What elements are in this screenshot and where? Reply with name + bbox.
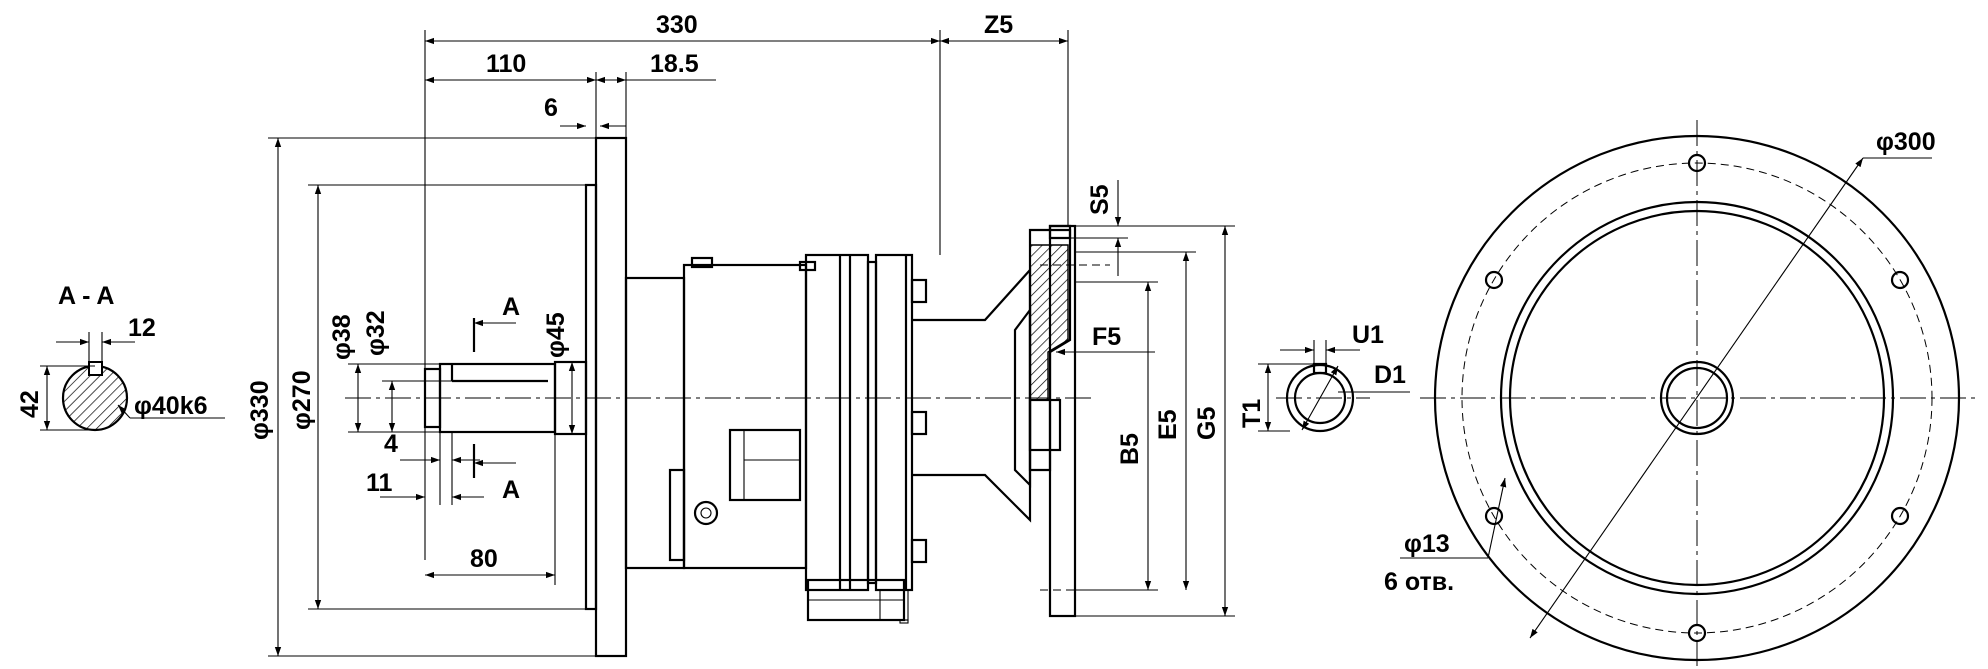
bolt-hole: [1890, 270, 1910, 290]
shaft-length-label: 110: [486, 50, 526, 78]
gear-cover: [804, 253, 870, 592]
d38-label: φ38: [328, 314, 356, 360]
flange-offset-label: 18.5: [650, 50, 699, 78]
b5-label: B5: [1116, 433, 1144, 465]
flange-outer: [1433, 134, 1961, 662]
t1-label: T1: [1238, 399, 1266, 428]
side-plate: [728, 428, 802, 502]
output-housing: [624, 276, 686, 570]
hole-diameter-label: φ13: [1404, 530, 1450, 558]
z5-label: Z5: [984, 11, 1013, 39]
s5-label: S5: [1086, 184, 1114, 215]
motor-flange: [1048, 224, 1077, 618]
section-mark-bottom: A: [502, 476, 520, 504]
section-height-label: 42: [16, 390, 44, 418]
flange-thickness-label: 6: [544, 94, 558, 122]
section-keyway: [88, 361, 103, 376]
f5-label: F5: [1092, 323, 1121, 351]
front-view: φ300 φ13 6 отв.: [1384, 120, 1975, 669]
bolt-hole: [1484, 506, 1504, 526]
pilot-diameter-label: φ270: [288, 370, 316, 430]
flange-diameter-label: φ330: [246, 380, 274, 440]
overall-length-label: 330: [656, 11, 698, 39]
bolt-circle-label: φ300: [1876, 128, 1936, 156]
bolt-hole: [1484, 270, 1504, 290]
key-width-label: 12: [128, 314, 156, 342]
section-mark-top: A: [502, 293, 520, 321]
d1-label: D1: [1374, 361, 1406, 389]
dim-11-label: 11: [366, 469, 393, 497]
dim-4-label: 4: [384, 430, 398, 458]
u1-label: U1: [1352, 321, 1384, 349]
bore-detail: U1 D1 T1: [1238, 321, 1410, 433]
vent-plug: [693, 500, 719, 526]
section-diameter-label: φ40k6: [134, 392, 208, 420]
section-a-a: A - A 12 42 φ40k6: [16, 282, 225, 432]
bolt-hole: [1890, 506, 1910, 526]
section-title: A - A: [58, 282, 114, 310]
dim-80-label: 80: [470, 545, 498, 573]
d45-label: φ45: [542, 312, 570, 358]
flange-pilot: [584, 183, 598, 611]
e5-label: E5: [1154, 409, 1182, 440]
hole-count-label: 6 отв.: [1384, 568, 1454, 596]
mounting-flange: [594, 136, 628, 658]
input-adapter: [912, 267, 1032, 523]
side-view: 330 Z5 110 18.5 6 φ330 φ270 φ38 φ32 φ45 …: [246, 11, 1235, 658]
g5-label: G5: [1193, 407, 1221, 440]
d32-label: φ32: [362, 310, 390, 356]
